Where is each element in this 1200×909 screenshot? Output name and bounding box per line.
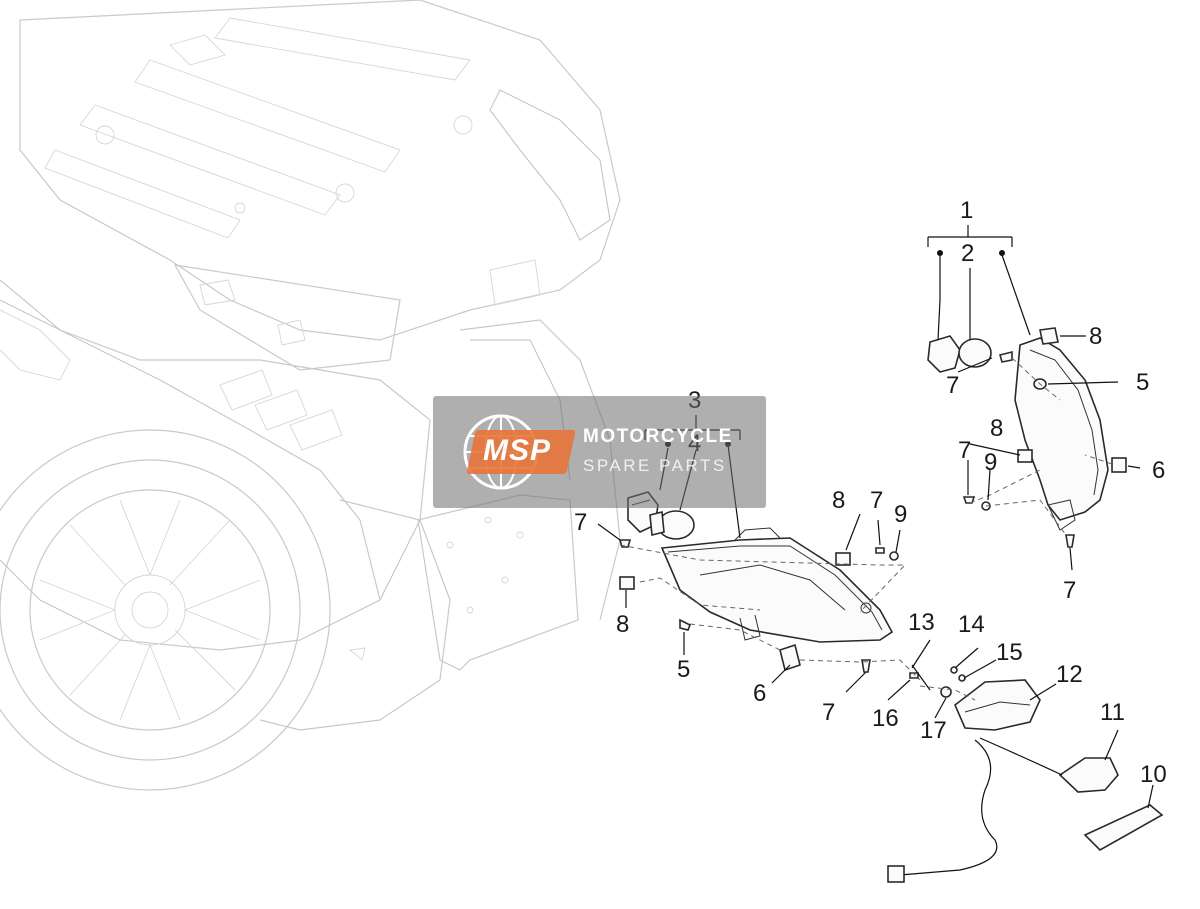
callout-7: 7 xyxy=(946,372,959,399)
callout-6: 6 xyxy=(1152,457,1165,484)
callout-17: 17 xyxy=(920,717,947,744)
callout-8: 8 xyxy=(832,487,845,514)
watermark: MSP MOTORCYCLE SPARE PARTS xyxy=(433,396,766,508)
assembly-lines xyxy=(619,357,1113,701)
callout-7: 7 xyxy=(958,437,971,464)
callout-2: 2 xyxy=(961,240,974,267)
watermark-title: MOTORCYCLE xyxy=(583,426,733,447)
callout-13: 13 xyxy=(908,609,935,636)
callout-7: 7 xyxy=(1063,577,1076,604)
license-light xyxy=(887,664,1164,883)
callout-8: 8 xyxy=(1089,323,1102,350)
callout-6: 6 xyxy=(753,680,766,707)
callout-9: 9 xyxy=(984,449,997,476)
watermark-subtitle: SPARE PARTS xyxy=(583,456,727,475)
callout-10: 10 xyxy=(1140,761,1167,788)
callout-15: 15 xyxy=(996,639,1023,666)
tail-light-left xyxy=(618,491,899,673)
callout-7: 7 xyxy=(574,509,587,536)
msp-logo-text: MSP xyxy=(483,434,552,467)
callout-9: 9 xyxy=(894,501,907,528)
callout-12: 12 xyxy=(1056,661,1083,688)
callout-8: 8 xyxy=(990,415,1003,442)
callout-7: 7 xyxy=(870,487,883,514)
callout-7: 7 xyxy=(822,699,835,726)
callout-8: 8 xyxy=(616,611,629,638)
callout-1: 1 xyxy=(960,197,973,224)
callout-5: 5 xyxy=(677,656,690,683)
callout-labels: 1 2 3 4 5 5 6 6 7 7 7 7 7 7 8 8 8 8 9 9 … xyxy=(574,197,1167,788)
callout-5: 5 xyxy=(1136,369,1149,396)
callout-14: 14 xyxy=(958,611,985,638)
scooter-rear-ghost xyxy=(0,0,621,791)
callout-11: 11 xyxy=(1100,699,1125,726)
callout-16: 16 xyxy=(872,705,899,732)
